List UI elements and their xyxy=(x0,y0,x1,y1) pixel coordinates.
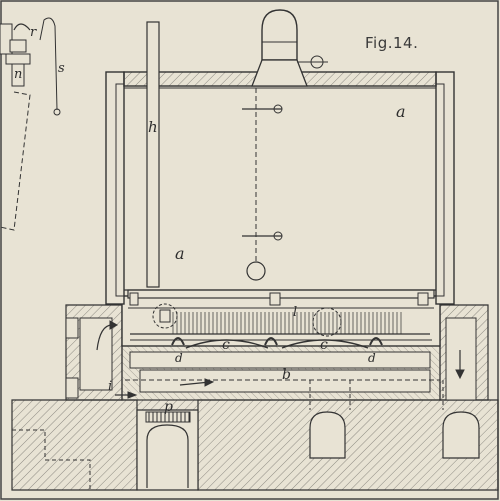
masonry-foundation xyxy=(11,304,499,491)
pan-tank xyxy=(121,289,441,349)
label-b: b xyxy=(282,367,291,383)
arched-opening-right xyxy=(442,411,480,459)
top-pipe xyxy=(251,9,328,87)
flow-arrows xyxy=(96,320,465,399)
figure-title: Fig.14. xyxy=(365,34,419,52)
label-a-left: a xyxy=(175,244,185,263)
label-d-left: d xyxy=(175,351,183,365)
label-i: i xyxy=(108,379,113,394)
label-d-right: d xyxy=(368,351,376,365)
vertical-pipe-h xyxy=(146,21,160,288)
label-l: l xyxy=(293,305,298,320)
label-r: r xyxy=(30,25,37,40)
flue-chambers xyxy=(121,344,444,410)
hanging-rod xyxy=(242,88,283,281)
left-fittings xyxy=(0,17,61,231)
label-n: n xyxy=(14,67,23,82)
label-c-left: c xyxy=(222,337,230,353)
label-h: h xyxy=(148,118,158,136)
label-a-top: a xyxy=(396,102,406,121)
label-c-right: c xyxy=(320,337,328,353)
arched-opening-middle xyxy=(309,411,346,459)
label-s: s xyxy=(58,61,65,76)
firebox xyxy=(136,409,199,491)
label-p: p xyxy=(164,399,173,415)
